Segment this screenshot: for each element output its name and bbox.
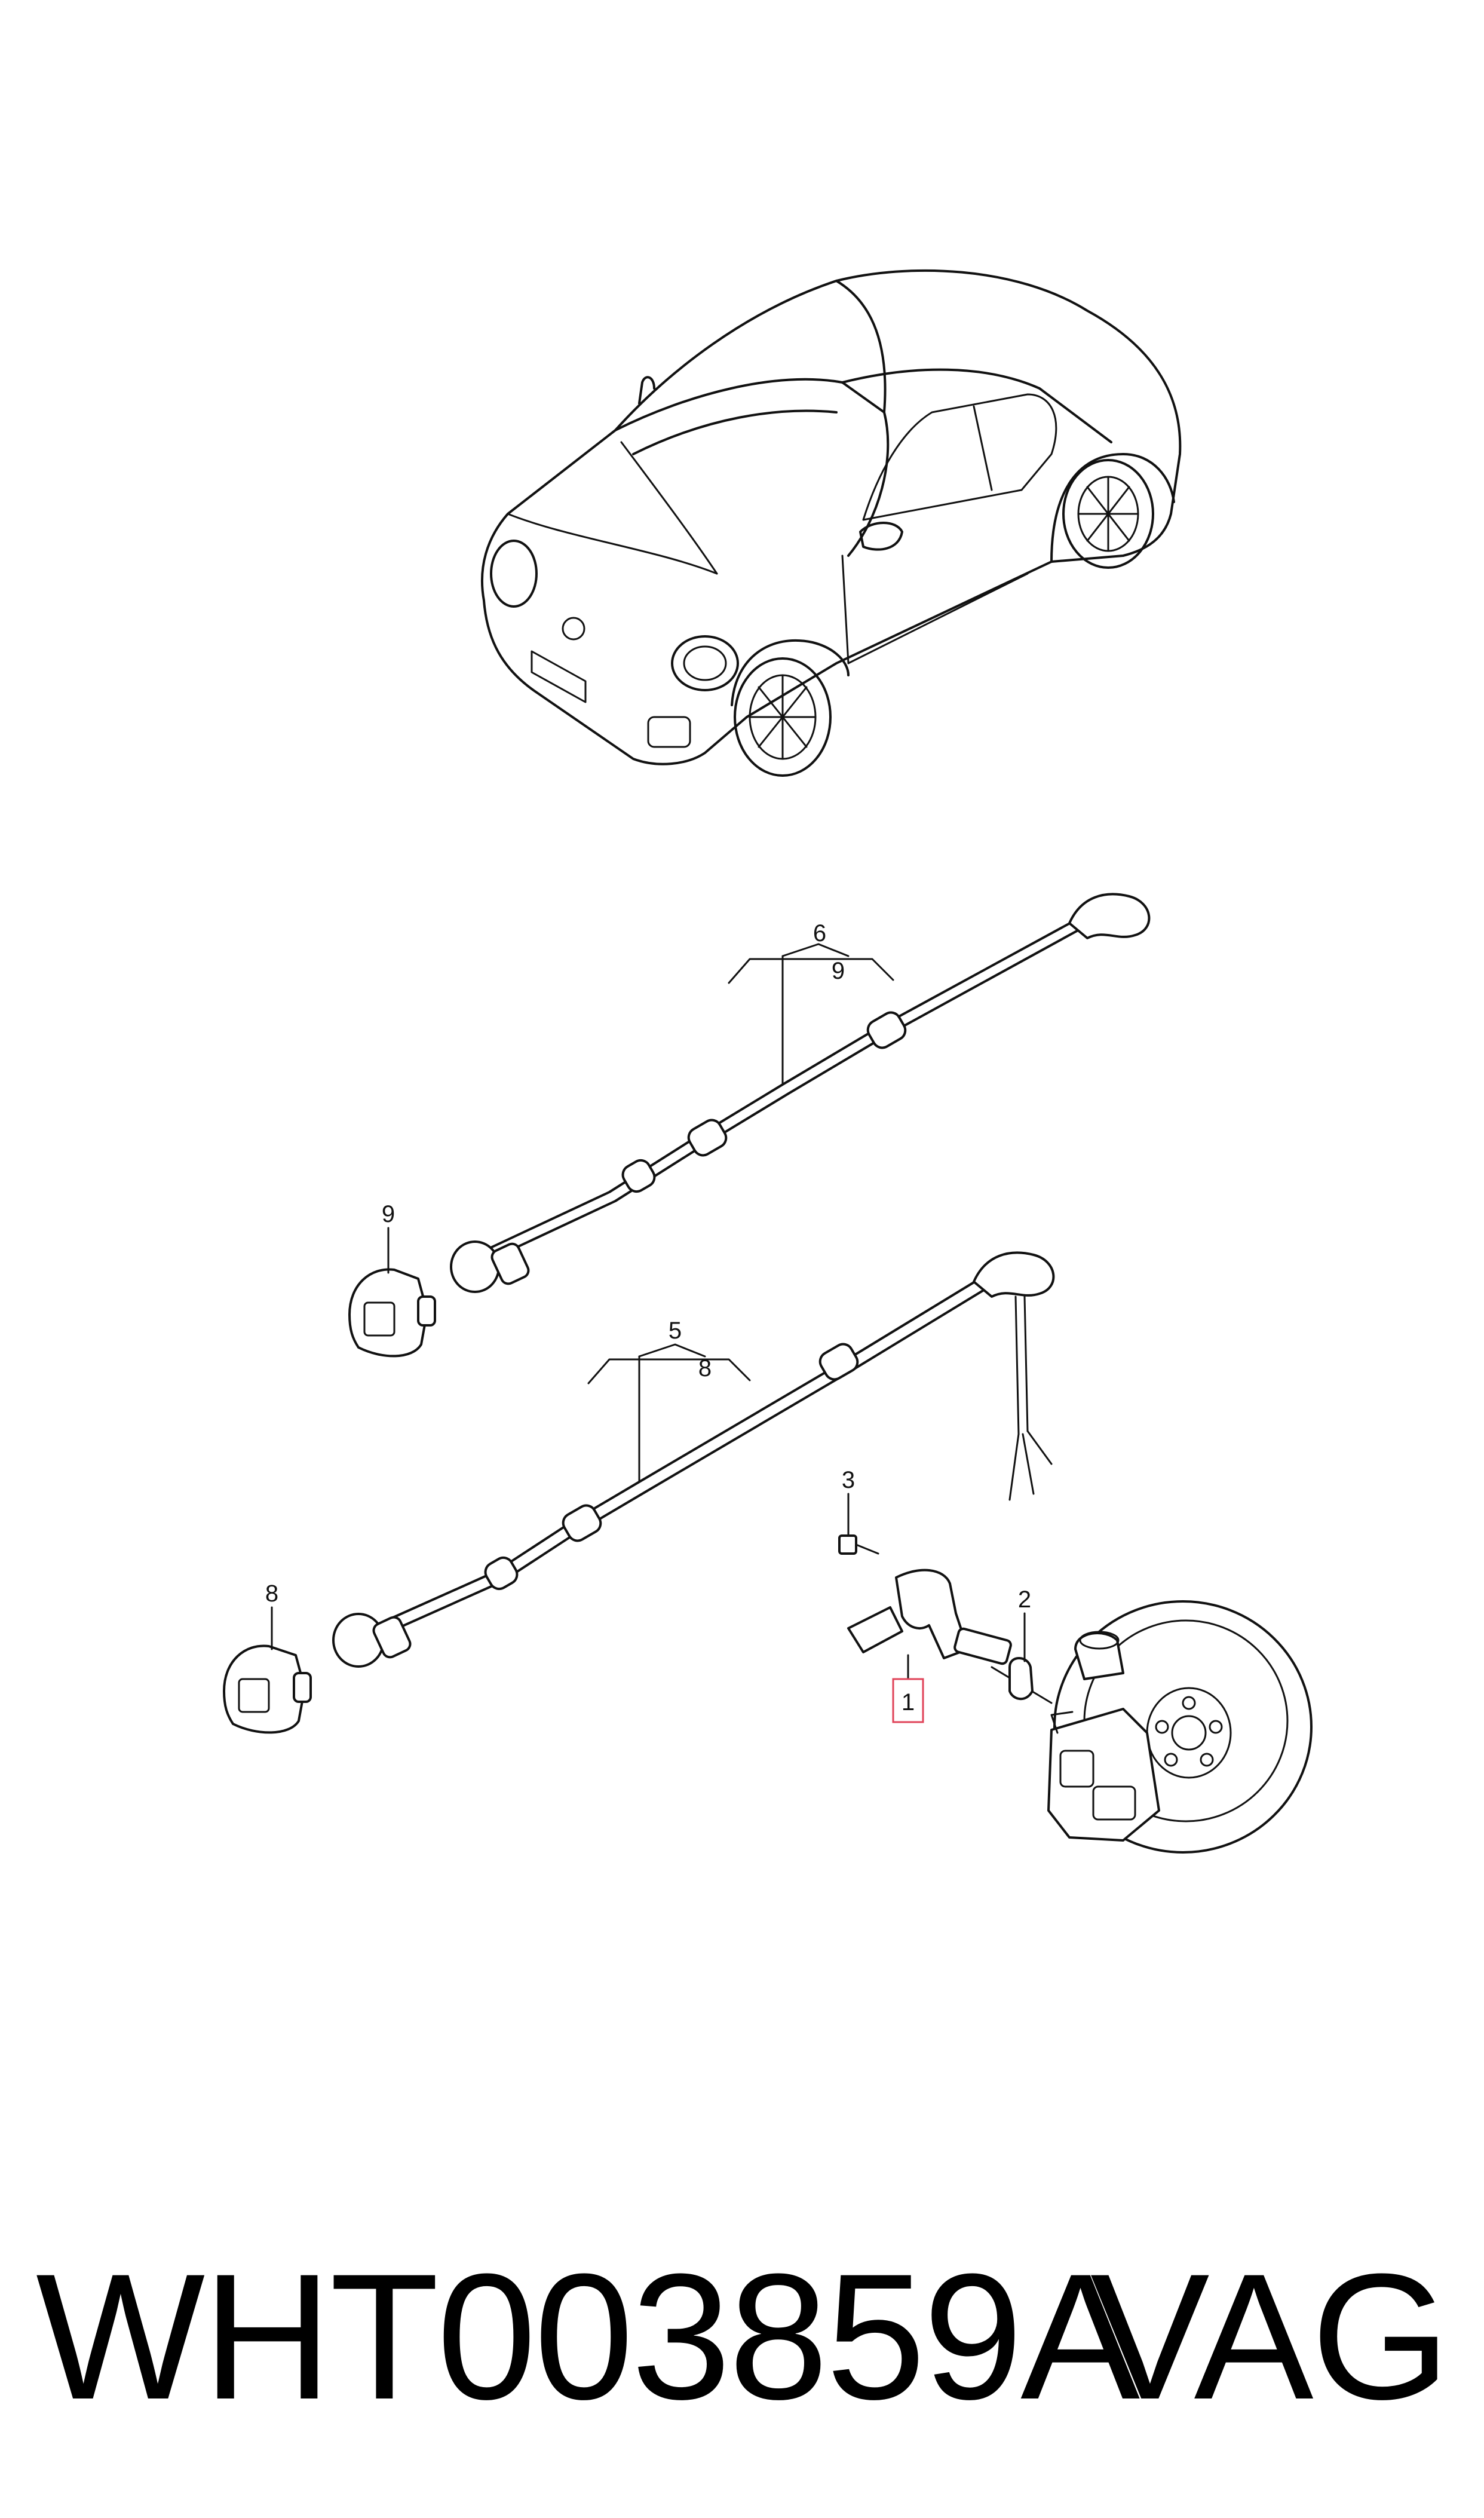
callout-8-upper: 8 xyxy=(698,1355,712,1381)
car-illustration xyxy=(481,269,1182,777)
part-number: WHT003859A xyxy=(36,2236,1140,2437)
brand-name: VAG xyxy=(1090,2236,1451,2437)
callout-labels: 6 9 9 5 8 3 8 2 1 xyxy=(265,920,1031,1723)
callout-1: 1 xyxy=(902,1689,915,1716)
callout-2: 2 xyxy=(1018,1586,1031,1613)
callout-9-bracket: 9 xyxy=(382,1201,395,1227)
callout-6: 6 xyxy=(813,920,826,946)
parts-diagram: 6 9 9 5 8 3 8 2 1 xyxy=(223,269,1313,1854)
callout-5: 5 xyxy=(669,1318,682,1344)
rear-sensor-wire-assembly xyxy=(348,893,1151,1358)
front-sensor-wire-assembly xyxy=(223,1251,1055,1734)
callout-8-bracket: 8 xyxy=(265,1580,278,1607)
callout-9-upper: 9 xyxy=(832,958,845,984)
callout-3: 3 xyxy=(842,1467,855,1493)
callout-1-highlight-box xyxy=(892,1678,924,1723)
wheel-hub-assembly xyxy=(838,1493,1313,1854)
